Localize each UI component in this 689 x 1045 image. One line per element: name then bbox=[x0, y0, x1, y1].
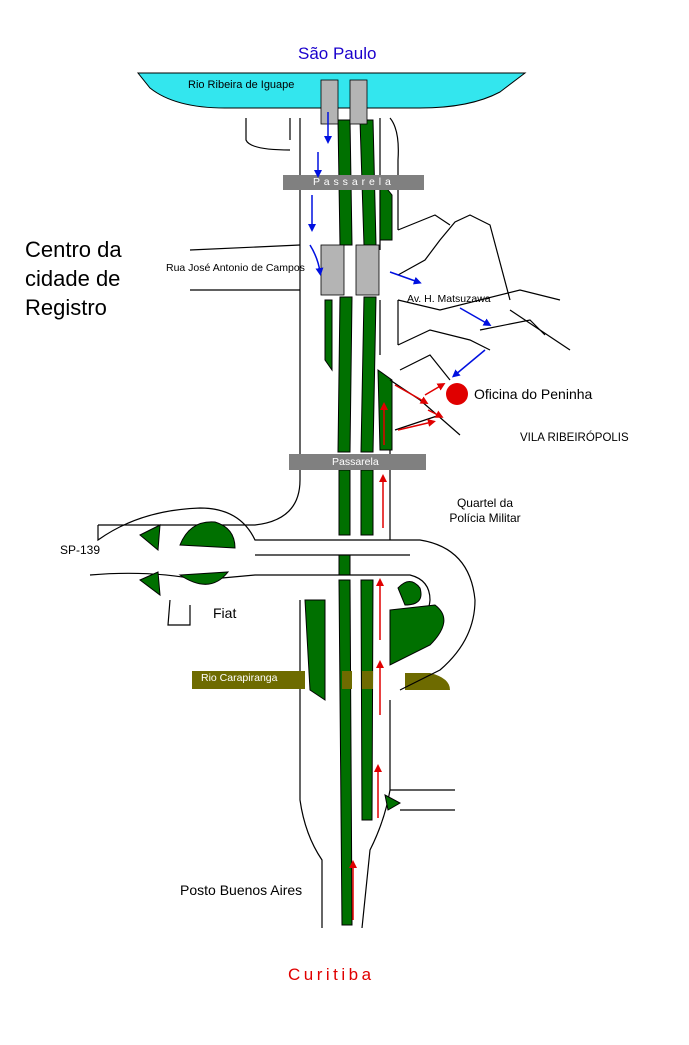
river-south-label: Rio Carapiranga bbox=[201, 672, 278, 684]
fiat-label: Fiat bbox=[213, 605, 237, 621]
destination-label: Oficina do Peninha bbox=[474, 386, 593, 402]
footbridge-south-label: Passarela bbox=[332, 456, 379, 468]
median-strips bbox=[324, 119, 393, 926]
southbound-arrows bbox=[308, 112, 492, 378]
river-carapiranga-west bbox=[192, 671, 305, 689]
highway-sp139-label: SP-139 bbox=[60, 543, 101, 557]
neighborhood-label: VILA RIBEIRÓPOLIS bbox=[520, 432, 629, 444]
interchange-islands bbox=[139, 521, 445, 811]
south-destination-label: Curitiba bbox=[288, 965, 375, 984]
northbound-arrows bbox=[349, 382, 446, 920]
river-north-label: Rio Ribeira de Iguape bbox=[188, 79, 295, 91]
river-carapiranga-east bbox=[405, 673, 450, 690]
footbridge-south bbox=[289, 454, 426, 470]
city-center-label: Centro da cidade de Registro bbox=[25, 237, 122, 320]
quartel-label: Quartel da Polícia Militar bbox=[449, 496, 521, 525]
vila-ribeiropolis-streets bbox=[389, 214, 571, 436]
street-avenida-label: Av. H. Matsuzawa bbox=[407, 293, 491, 305]
footbridge-north bbox=[283, 175, 424, 190]
posto-label: Posto Buenos Aires bbox=[180, 882, 303, 898]
oficina-marker[interactable] bbox=[446, 383, 468, 405]
footbridge-north-label: P a s s a r e l a bbox=[313, 176, 392, 188]
street-rua-label: Rua José Antonio de Campos bbox=[166, 262, 305, 274]
north-destination-label: São Paulo bbox=[298, 44, 377, 63]
